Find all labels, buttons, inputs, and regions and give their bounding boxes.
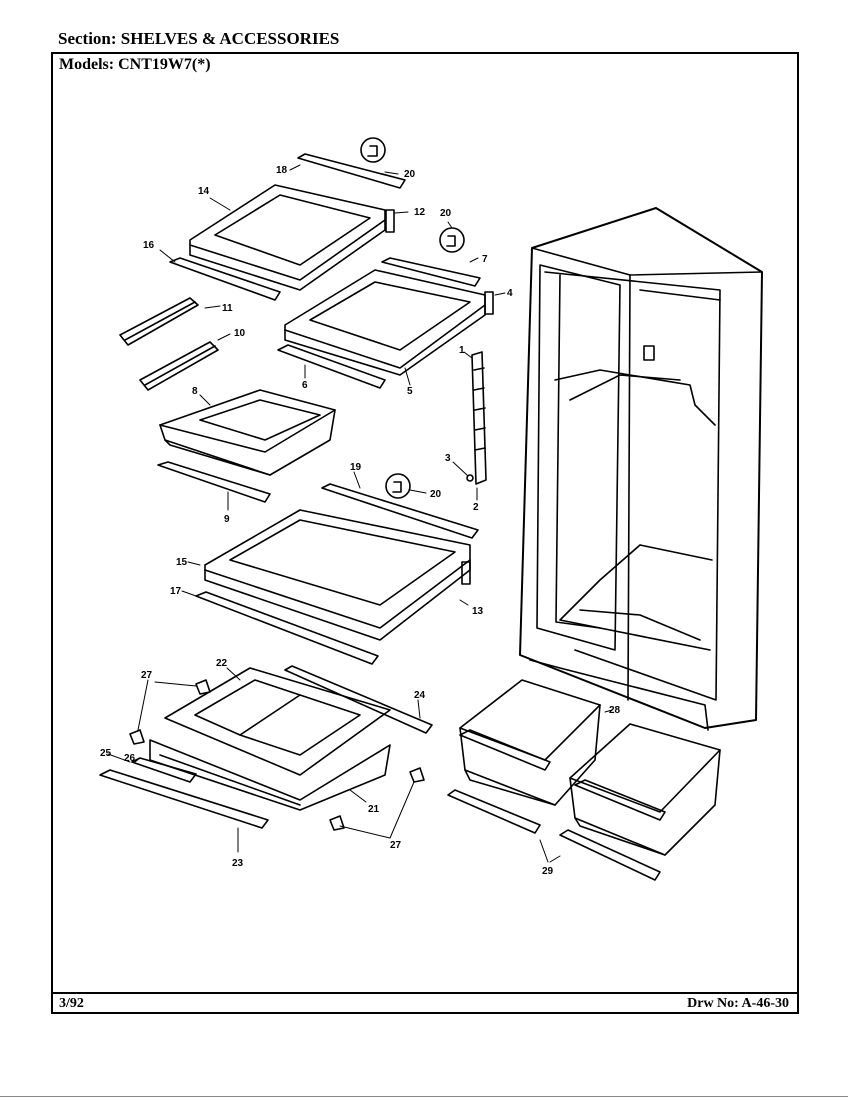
top-shelf-drawing xyxy=(169,137,406,301)
callout-16: 16 xyxy=(143,240,155,251)
section-label: Section: xyxy=(58,29,117,48)
crisper-cover-shelf-drawing xyxy=(195,473,479,665)
page-bottom-edge xyxy=(0,1096,848,1097)
callout-27-bottom: 27 xyxy=(390,840,402,851)
callout-14: 14 xyxy=(198,186,210,197)
second-shelf-drawing xyxy=(277,227,494,389)
revision-date: 3/92 xyxy=(59,996,84,1011)
callout-numbers: 18 20 14 12 20 7 16 4 11 10 1 6 5 8 3 2 … xyxy=(100,165,621,877)
callout-7: 7 xyxy=(482,254,488,265)
callout-24: 24 xyxy=(414,690,426,701)
callout-9: 9 xyxy=(224,514,230,525)
callout-10: 10 xyxy=(234,328,246,339)
callout-28: 28 xyxy=(609,705,621,716)
callout-leader-lines xyxy=(107,164,613,863)
shelf-support-drawing xyxy=(119,297,219,391)
cover-clip-drawing xyxy=(129,679,425,831)
footer-divider xyxy=(53,992,797,994)
callout-6: 6 xyxy=(302,380,308,391)
models-label: Models: xyxy=(59,56,115,73)
crisper-cover-drawing xyxy=(99,665,433,829)
callout-17: 17 xyxy=(170,586,182,597)
refrigerator-cabinet-drawing xyxy=(519,207,763,731)
callout-25: 25 xyxy=(100,748,112,759)
callout-12: 12 xyxy=(414,207,426,218)
callout-1: 1 xyxy=(459,345,465,356)
callout-21: 21 xyxy=(368,804,380,815)
section-heading: Section: SHELVES & ACCESSORIES xyxy=(58,29,339,49)
callout-29: 29 xyxy=(542,866,554,877)
section-value: SHELVES & ACCESSORIES xyxy=(120,29,340,48)
callout-8: 8 xyxy=(192,386,198,397)
shelf-bracket-rail-drawing xyxy=(466,351,487,485)
callout-18-top: 18 xyxy=(276,165,288,176)
crisper-drawer-drawing xyxy=(447,679,721,881)
models-value: CNT19W7(*) xyxy=(118,56,211,73)
callout-20-third: 20 xyxy=(430,489,442,500)
callout-15: 15 xyxy=(176,557,188,568)
callout-20-second: 20 xyxy=(440,208,452,219)
callout-19: 19 xyxy=(350,462,362,473)
callout-11: 11 xyxy=(222,303,233,314)
callout-22: 22 xyxy=(216,658,228,669)
drawing-frame: Models: CNT19W7(*) 3/92 Drw No: A-46-30 xyxy=(51,52,799,1014)
callout-2: 2 xyxy=(473,502,479,513)
callout-27-top: 27 xyxy=(141,670,153,681)
meat-pan-drawing xyxy=(157,389,336,503)
callout-23: 23 xyxy=(232,858,244,869)
callout-3: 3 xyxy=(445,453,451,464)
callout-20-top: 20 xyxy=(404,169,416,180)
callout-26: 26 xyxy=(124,753,136,764)
models-heading: Models: CNT19W7(*) xyxy=(59,56,211,74)
callout-5: 5 xyxy=(407,386,413,397)
callout-13: 13 xyxy=(472,606,484,617)
callout-4: 4 xyxy=(507,288,513,299)
drawing-number: Drw No: A-46-30 xyxy=(687,996,789,1011)
